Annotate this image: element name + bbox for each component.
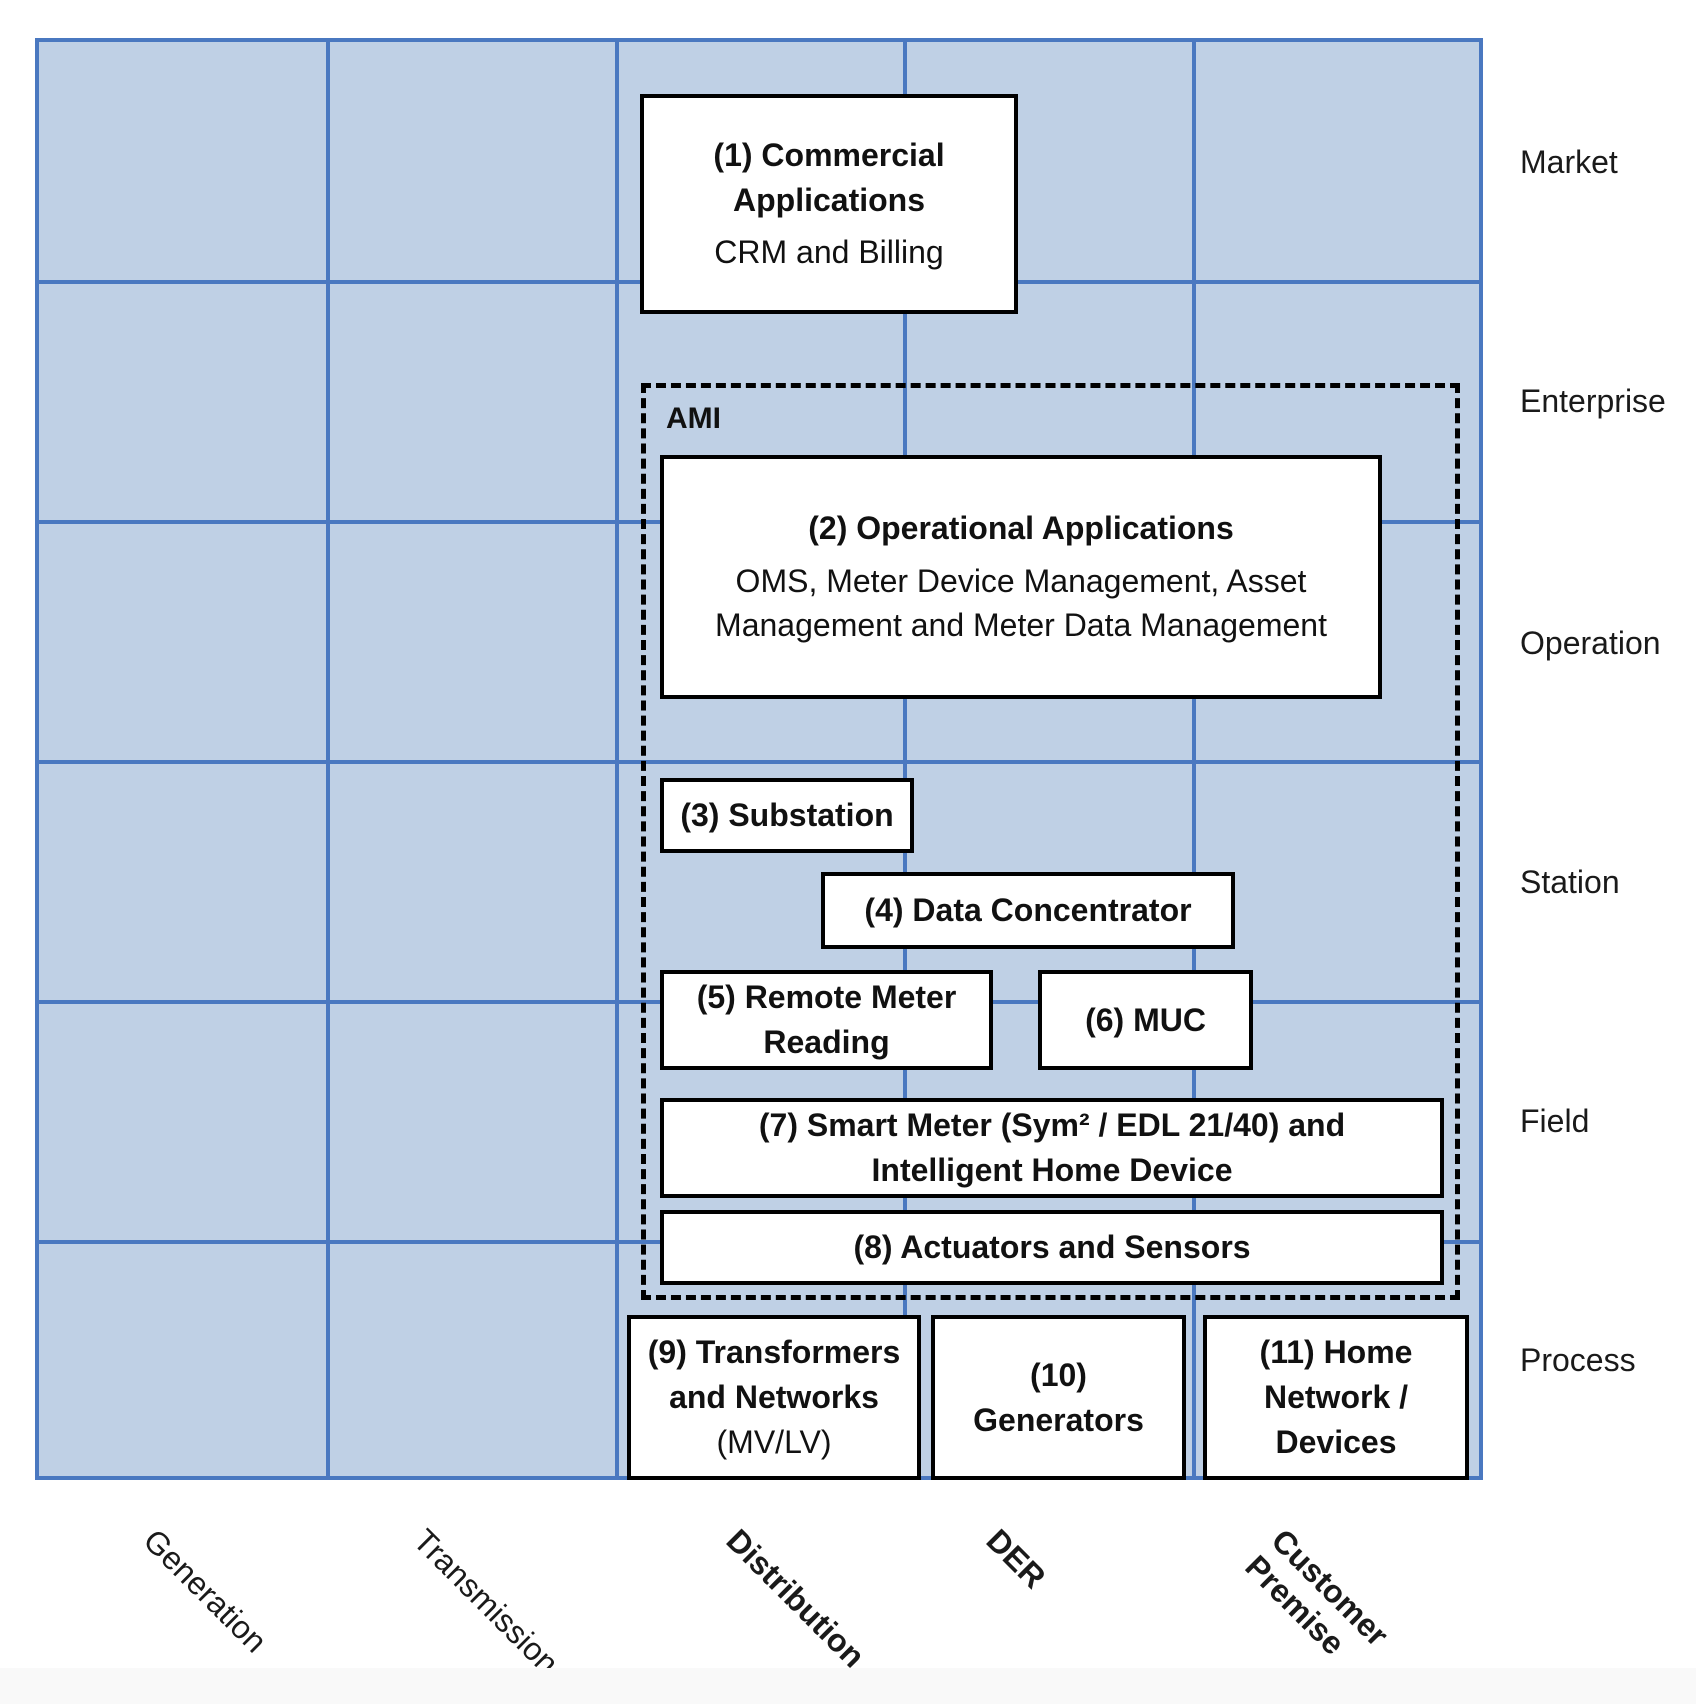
component-4-title: (4) Data Concentrator <box>864 892 1192 929</box>
component-muc: (6) MUC <box>1038 970 1253 1070</box>
domain-label-customer-premise: Customer Premise <box>1238 1522 1395 1680</box>
component-9-title-line2: and Networks <box>669 1379 879 1416</box>
grid-line-v1 <box>326 42 330 1476</box>
zone-label-station: Station <box>1520 864 1620 900</box>
grid-line-v3 <box>903 42 907 1476</box>
component-transformers-networks: (9) Transformers and Networks (MV/LV) <box>627 1315 921 1480</box>
component-substation: (3) Substation <box>660 778 914 853</box>
domain-label-transmission: Transmission <box>406 1522 566 1682</box>
component-remote-meter-reading: (5) Remote Meter Reading <box>660 970 993 1070</box>
domain-label-distribution: Distribution <box>719 1522 872 1675</box>
component-6-title: (6) MUC <box>1085 1001 1206 1038</box>
component-11-title-line1: (11) Home <box>1259 1334 1413 1371</box>
component-8-title: (8) Actuators and Sensors <box>853 1229 1251 1266</box>
grid-line-h3 <box>39 760 1479 764</box>
zone-label-enterprise: Enterprise <box>1520 383 1666 419</box>
domain-label-generation: Generation <box>136 1522 274 1660</box>
component-10-title-line2: Generators <box>973 1401 1144 1438</box>
ami-boundary: AMI <box>641 383 1460 1300</box>
component-operational-applications: (2) Operational Applications OMS, Meter … <box>660 455 1382 699</box>
component-1-subtitle: CRM and Billing <box>714 234 944 271</box>
component-9-title-line1: (9) Transformers <box>647 1334 901 1371</box>
component-generators: (10) Generators <box>931 1315 1186 1480</box>
component-actuators-sensors: (8) Actuators and Sensors <box>660 1210 1444 1285</box>
component-data-concentrator: (4) Data Concentrator <box>821 872 1235 949</box>
component-2-subtitle-line2: Management and Meter Data Management <box>715 607 1327 644</box>
zone-label-field: Field <box>1520 1103 1590 1139</box>
component-7-title-line2: Intelligent Home Device <box>871 1152 1233 1188</box>
component-7-title-line1: (7) Smart Meter (Sym² / EDL 21/40) and <box>758 1107 1346 1144</box>
component-3-title: (3) Substation <box>680 797 894 834</box>
zone-label-market: Market <box>1520 144 1618 180</box>
component-10-title-line1: (10) <box>1030 1356 1087 1393</box>
zone-label-operation: Operation <box>1520 625 1661 661</box>
footer-strip <box>0 1668 1696 1704</box>
component-11-title-line3: Devices <box>1275 1423 1397 1460</box>
component-1-title-line1: (1) Commercial <box>713 136 945 173</box>
component-9-subtitle: (MV/LV) <box>716 1423 832 1460</box>
component-5-title-line2: Reading <box>763 1024 890 1060</box>
component-2-subtitle-line1: OMS, Meter Device Management, Asset <box>735 562 1307 599</box>
component-5-title-line1: (5) Remote Meter <box>696 979 957 1016</box>
component-1-title-line2: Applications <box>732 181 925 218</box>
component-smart-meter: (7) Smart Meter (Sym² / EDL 21/40) and I… <box>660 1098 1444 1198</box>
component-2-title: (2) Operational Applications <box>808 509 1234 546</box>
ami-label: AMI <box>666 402 721 435</box>
grid-line-v4 <box>1192 42 1196 1476</box>
component-11-title-line2: Network / <box>1263 1379 1409 1416</box>
zone-label-process: Process <box>1520 1342 1636 1378</box>
grid-line-v2 <box>615 42 619 1476</box>
domain-label-der: DER <box>979 1522 1053 1596</box>
component-home-network-devices: (11) Home Network / Devices <box>1203 1315 1469 1480</box>
component-commercial-applications: (1) Commercial Applications CRM and Bill… <box>640 94 1018 314</box>
